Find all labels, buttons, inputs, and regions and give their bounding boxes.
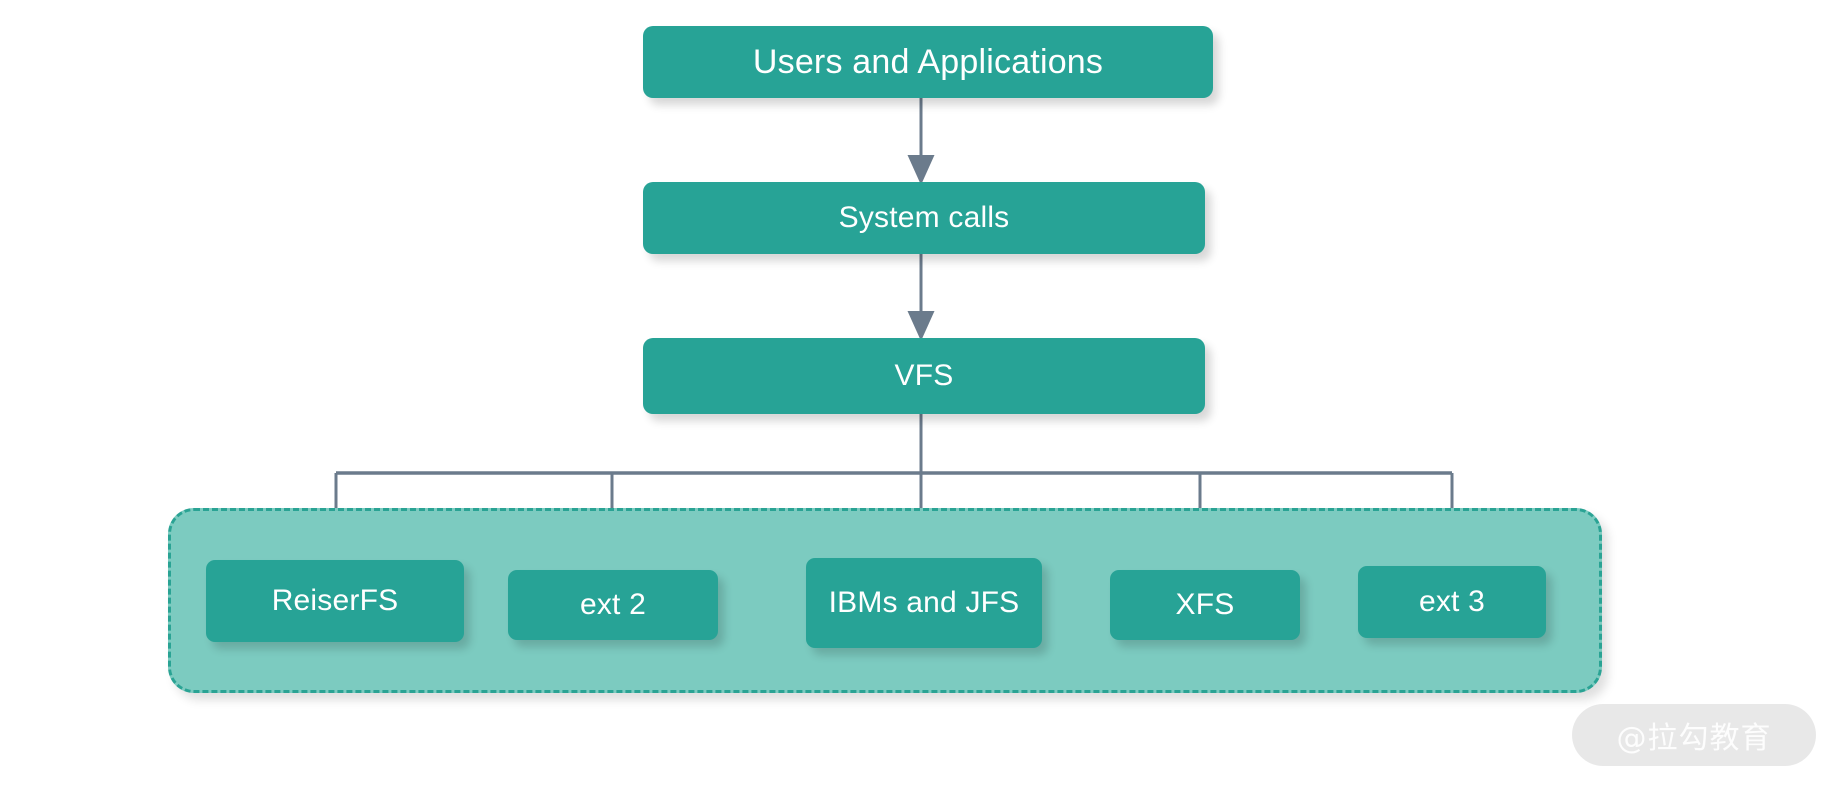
node-jfs[interactable]: IBMs and JFS — [806, 558, 1042, 648]
watermark-badge: @拉勾教育 — [1572, 704, 1816, 766]
node-system-calls[interactable]: System calls — [643, 182, 1205, 254]
node-label: VFS — [894, 359, 954, 393]
node-label: ReiserFS — [271, 584, 399, 618]
node-label: ext 2 — [579, 588, 647, 622]
node-label: System calls — [838, 201, 1010, 235]
node-reiserfs[interactable]: ReiserFS — [206, 560, 464, 642]
node-ext2[interactable]: ext 2 — [508, 570, 718, 640]
node-label: ext 3 — [1418, 585, 1486, 619]
watermark-text: @拉勾教育 — [1616, 721, 1772, 756]
node-label: XFS — [1175, 588, 1235, 622]
node-label: Users and Applications — [752, 42, 1104, 81]
node-label: IBMs and JFS — [828, 586, 1020, 620]
node-users-and-applications[interactable]: Users and Applications — [643, 26, 1213, 98]
node-vfs[interactable]: VFS — [643, 338, 1205, 414]
node-xfs[interactable]: XFS — [1110, 570, 1300, 640]
node-ext3[interactable]: ext 3 — [1358, 566, 1546, 638]
